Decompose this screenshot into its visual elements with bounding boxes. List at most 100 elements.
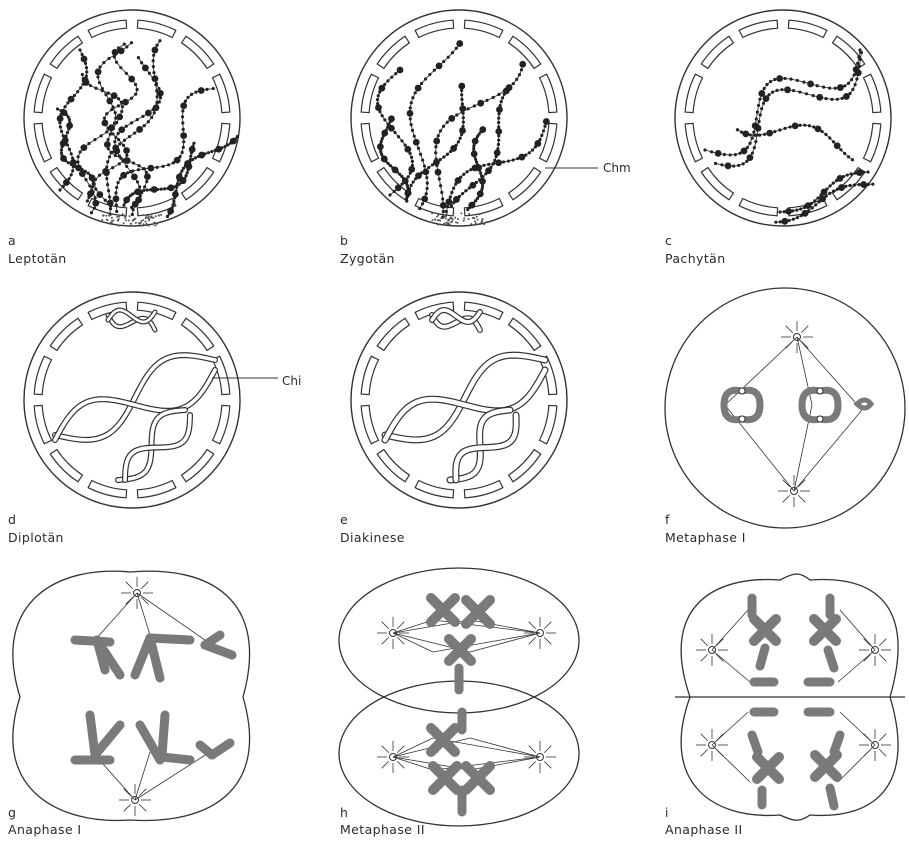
aster-ray <box>544 637 551 644</box>
chromomere <box>824 133 827 136</box>
chromomere <box>856 62 859 65</box>
chromomere <box>448 115 455 122</box>
panel-c-name: Pachytän <box>665 251 726 266</box>
panel-e-letter: e <box>340 512 348 527</box>
chromomere <box>828 136 831 139</box>
chromomere <box>102 168 109 175</box>
aster-ray <box>382 761 389 768</box>
chromomere <box>725 162 732 169</box>
attachment-plaque-dot <box>463 220 465 222</box>
attachment-plaque-dot <box>472 217 474 219</box>
attachment-plaque-dot <box>479 213 481 215</box>
aster-ray <box>139 804 146 811</box>
chromomere <box>62 134 65 137</box>
attachment-plaque-dot <box>439 220 441 222</box>
chromomere <box>538 138 541 141</box>
aster-ray <box>879 734 886 741</box>
chromosome <box>760 648 765 666</box>
chromomere <box>528 151 531 154</box>
chromomere <box>789 78 792 81</box>
chromomere <box>543 125 546 128</box>
cell-anaphase-1 <box>13 571 250 820</box>
kinetochore <box>817 416 823 422</box>
chromomere <box>492 96 495 99</box>
chromomere <box>142 167 145 170</box>
chromatid-gap <box>385 355 545 440</box>
chromomere <box>515 78 518 81</box>
chromomere <box>68 148 71 151</box>
chromomere <box>860 51 863 54</box>
chromomere <box>433 69 436 72</box>
chromomere <box>436 62 443 69</box>
chromomere <box>125 154 128 157</box>
chromomere <box>860 181 867 188</box>
chromomere <box>467 107 470 110</box>
chromomere <box>397 67 404 74</box>
chromomere <box>122 99 129 106</box>
aster-ray <box>786 326 793 333</box>
chromomere <box>119 66 122 69</box>
chromomere <box>136 126 143 133</box>
chromomere <box>512 158 515 161</box>
chromomere <box>474 158 477 161</box>
chromomere <box>455 144 458 147</box>
panel-f-letter: f <box>665 512 670 527</box>
chromomere <box>459 137 462 140</box>
chromomere <box>172 200 175 203</box>
chromomere <box>703 148 706 151</box>
nuclear-envelope-segment <box>213 123 230 161</box>
chromomere <box>93 182 96 185</box>
chromomere <box>78 48 81 51</box>
attachment-plaque-dot <box>124 216 126 218</box>
panel-g-name: Anaphase I <box>8 822 82 837</box>
aster-ray <box>864 654 871 661</box>
aster-ray <box>544 746 551 753</box>
chromomere <box>442 60 445 63</box>
chromomere <box>765 83 768 86</box>
chromomere <box>85 75 88 78</box>
chromomere <box>439 158 442 161</box>
chromomere <box>792 218 795 221</box>
chromomere <box>457 140 460 143</box>
chromomere <box>729 153 732 156</box>
panel-h-letter: h <box>340 805 348 820</box>
cell-membrane <box>675 10 891 226</box>
chromomere <box>433 138 440 145</box>
chromomere <box>383 118 386 121</box>
kinetochore <box>739 388 745 394</box>
chromomere <box>540 134 543 137</box>
chromomere <box>771 91 774 94</box>
chromomere <box>816 84 819 87</box>
chromomere <box>461 112 464 115</box>
attachment-plaque-dot <box>453 212 455 214</box>
chromomere <box>759 113 762 116</box>
chromomere <box>383 83 386 86</box>
nuclear-envelope-segment <box>509 318 541 350</box>
attachment-plaque-dot <box>128 220 130 222</box>
chromomere <box>814 203 817 206</box>
chromomere <box>113 140 116 143</box>
chromomere <box>461 125 464 128</box>
cell-pachytene <box>675 10 891 226</box>
attachment-plaque-dot <box>106 218 108 220</box>
chromomere <box>129 170 132 173</box>
chromomere <box>456 40 463 47</box>
chromomere <box>497 117 500 120</box>
chromomere <box>855 77 858 80</box>
chromosome <box>752 735 758 752</box>
chromomere <box>497 143 500 146</box>
attachment-plaque-dot <box>148 218 150 220</box>
panel-d-name: Diplotän <box>8 530 64 545</box>
chromomere <box>118 162 121 165</box>
chromomere <box>58 188 61 191</box>
kinetochore <box>739 416 745 422</box>
cell-anaphase-2 <box>675 574 905 820</box>
chromomere <box>191 145 194 148</box>
chromomere <box>428 73 431 76</box>
chromomere <box>812 94 815 97</box>
chromomere <box>411 129 414 132</box>
chromomere <box>447 56 450 59</box>
attachment-plaque-dot <box>135 222 137 224</box>
aster-ray <box>529 622 536 629</box>
bivalent <box>802 390 838 419</box>
